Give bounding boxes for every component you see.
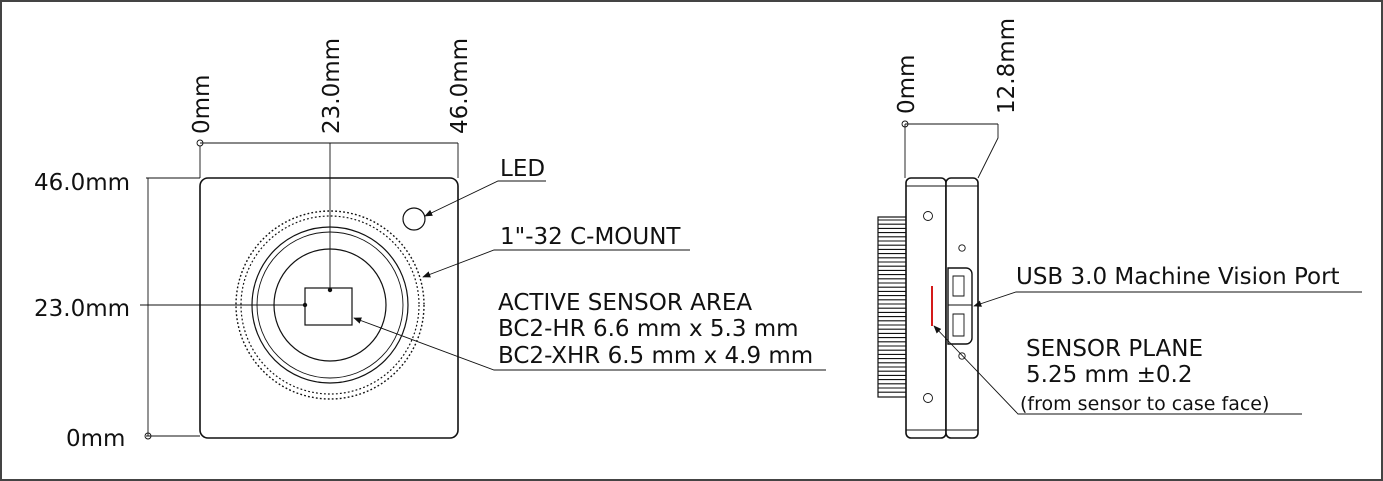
- side-dim-zero: 0mm: [894, 55, 920, 114]
- sensor-plane-leader: [933, 325, 1302, 415]
- usb-connector: [947, 267, 973, 345]
- screw-hole-bottom: [923, 393, 933, 403]
- y-dim-zero: 0mm: [66, 426, 125, 452]
- y-center-dot: [302, 302, 308, 308]
- usb-label: USB 3.0 Machine Vision Port: [1016, 264, 1340, 290]
- side-depth-extension: [977, 124, 999, 179]
- sensor-plane-note: (from sensor to case face): [1020, 393, 1269, 415]
- lens-barrel: [877, 216, 909, 398]
- usb-screw-bottom: [958, 352, 966, 360]
- usb-connector-pins: [952, 275, 965, 337]
- sensor-title: ACTIVE SENSOR AREA: [498, 290, 752, 316]
- x-dim-full: 46.0mm: [447, 38, 473, 134]
- led-indicator: [402, 207, 426, 231]
- side-body-front: [905, 177, 947, 439]
- led-label: LED: [500, 156, 545, 182]
- side-view: 0mm 12.8mm USB 3.0 Machine Vision Port S…: [877, 18, 1362, 439]
- sensor-xhr: BC2-XHR 6.5 mm x 4.9 mm: [498, 343, 813, 369]
- sensor-leader: [353, 317, 826, 371]
- screw-hole-top: [923, 211, 933, 221]
- x-center-dot: [327, 287, 333, 293]
- y-dim-full: 46.0mm: [34, 170, 130, 196]
- led-leader: [424, 180, 546, 217]
- x-dim-zero: 0mm: [189, 75, 215, 134]
- mount-knurl-inner: [240, 215, 420, 395]
- mount-leader: [422, 249, 690, 278]
- sensor-hr: BC2-HR 6.6 mm x 5.3 mm: [498, 316, 799, 342]
- usb-screw-top: [958, 244, 966, 252]
- sensor-plane-value: 5.25 mm ±0.2: [1026, 362, 1193, 388]
- usb-leader: [973, 291, 1362, 307]
- lens-knurling: [878, 219, 906, 393]
- sensor-plane-title: SENSOR PLANE: [1026, 336, 1203, 362]
- front-view: 0mm 23.0mm 46.0mm 46.0mm 23.0mm 0mm LED …: [34, 38, 826, 452]
- y-dim-center: 23.0mm: [34, 296, 130, 322]
- x-dim-center: 23.0mm: [319, 38, 345, 134]
- mount-label: 1"-32 C-MOUNT: [500, 224, 681, 250]
- side-dim-depth: 12.8mm: [994, 18, 1020, 114]
